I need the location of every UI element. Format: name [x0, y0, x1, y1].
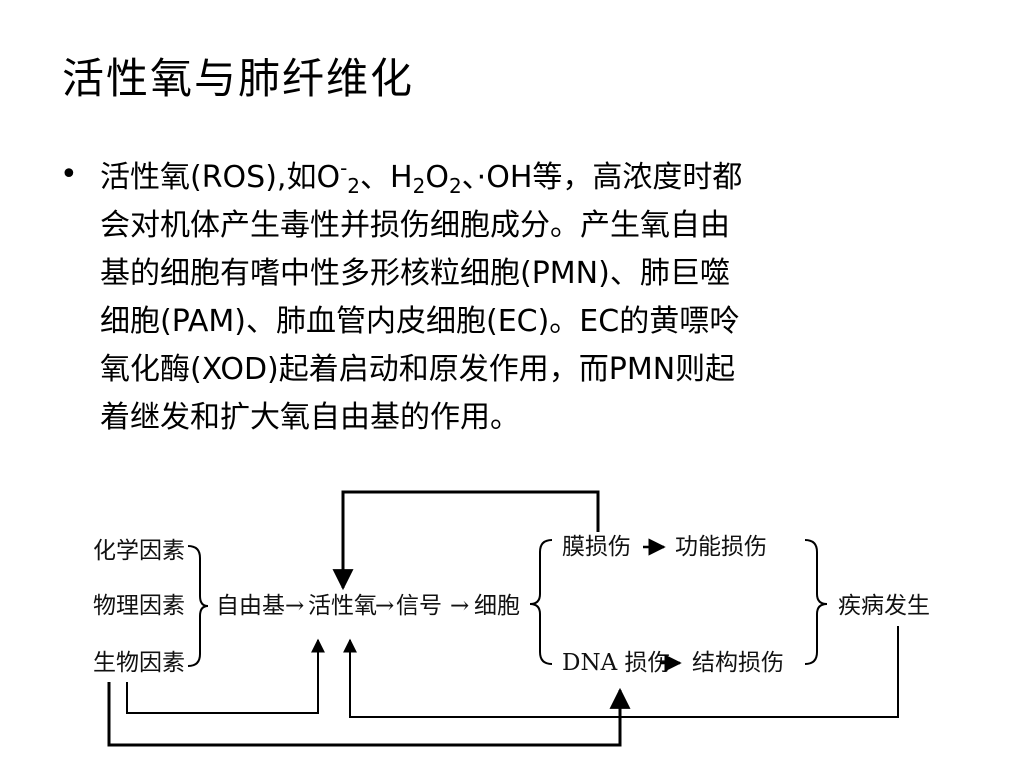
paragraph-line-1: 活性氧(ROS),如O-2、H2O2、·OH等，高浓度时都	[100, 154, 950, 202]
disease-label: 疾病发生	[838, 593, 930, 619]
text-h: 、H	[360, 160, 413, 195]
factor-physical-label: 物理因素	[93, 593, 185, 619]
dna-damage-label: DNA 损伤	[562, 650, 671, 676]
ros-label: 活性氧	[308, 593, 377, 619]
text-o: O	[425, 160, 449, 195]
factor-chemical-label: 化学因素	[93, 538, 185, 564]
paragraph-line-3: 基的细胞有嗜中性多形核粒细胞(PMN)、肺巨噬	[100, 256, 730, 291]
cell-brace	[529, 539, 553, 665]
superscript-minus: -	[340, 156, 348, 180]
arrow-to-cell: →	[450, 593, 469, 619]
text-oh: 、·OH等，高浓度时都	[461, 160, 743, 195]
free-radical-label: 自由基	[216, 593, 285, 619]
signal-label: 信号	[396, 593, 442, 619]
subscript-2: 2	[412, 174, 426, 198]
cell-label: 细胞	[474, 593, 520, 619]
paragraph-line-5: 氧化酶(XOD)起着启动和原发作用，而PMN则起	[100, 352, 736, 387]
membrane-feedback-line	[332, 490, 600, 591]
subscript-2: 2	[448, 174, 462, 198]
membrane-damage-label: 膜损伤	[562, 534, 631, 560]
factors-brace	[187, 545, 209, 667]
text-ros-intro: 活性氧(ROS),如O	[100, 160, 341, 195]
paragraph-line-6: 着继发和扩大氧自由基的作用。	[100, 400, 520, 435]
bullet-paragraph: 活性氧(ROS),如O-2、H2O2、·OH等，高浓度时都 会对机体产生毒性并损…	[100, 154, 950, 442]
subscript-2: 2	[347, 174, 361, 198]
paragraph-line-2: 会对机体产生毒性并损伤细胞成分。产生氧自由	[100, 208, 730, 243]
factor-biological-label: 生物因素	[93, 650, 185, 676]
damage-brace	[804, 539, 828, 665]
slide-title: 活性氧与肺纤维化	[62, 54, 415, 103]
paragraph-line-4: 细胞(PAM)、肺血管内皮细胞(EC)。EC的黄嘌呤	[100, 304, 740, 339]
biological-to-dna-line	[107, 682, 631, 747]
disease-feedback-line	[343, 626, 899, 718]
arrow-to-signal: →	[375, 593, 394, 619]
structure-damage-label: 结构损伤	[692, 650, 784, 676]
function-damage-label: 功能损伤	[675, 534, 767, 560]
arrow-to-ros: →	[285, 593, 304, 619]
biological-to-ros-line	[126, 638, 325, 714]
ros-pathway-diagram: 化学因素 物理因素 生物因素 自由基 → 活性氧 → 信号 → 细胞 膜损伤 功…	[93, 490, 930, 747]
bullet-marker: •	[60, 157, 78, 192]
